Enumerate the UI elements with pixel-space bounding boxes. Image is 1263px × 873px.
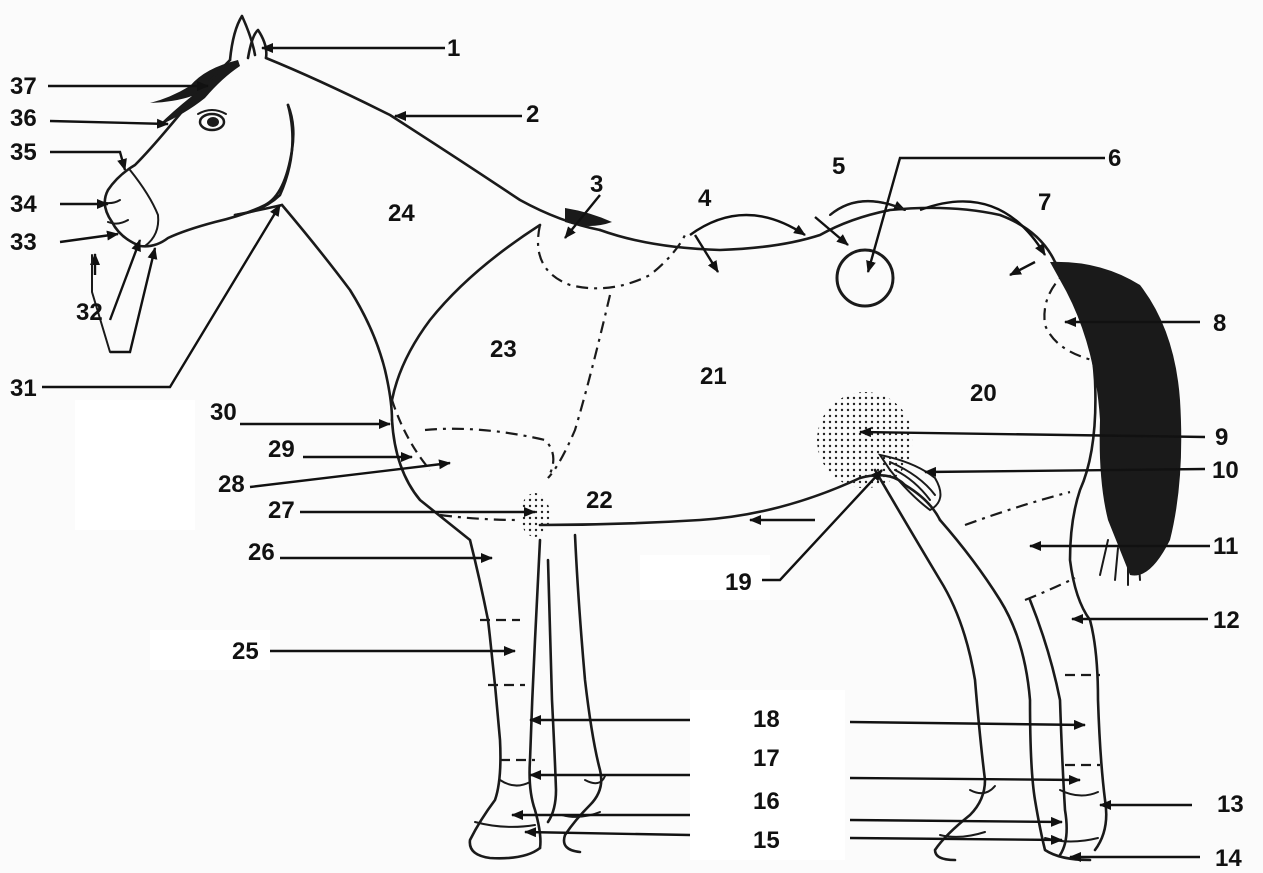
label-5: 5	[832, 153, 845, 180]
label-28: 28	[218, 471, 245, 498]
leader-lines	[42, 48, 1210, 857]
label-25: 25	[232, 638, 259, 665]
label-26: 26	[248, 539, 275, 566]
label-30: 30	[210, 399, 237, 426]
label-6: 6	[1108, 145, 1121, 172]
label-12: 12	[1213, 607, 1240, 634]
label-11: 11	[1213, 533, 1238, 560]
label-31: 31	[10, 375, 37, 402]
label-18: 18	[753, 706, 780, 733]
label-4: 4	[698, 185, 712, 212]
label-9: 9	[1215, 424, 1228, 451]
label-1: 1	[447, 35, 460, 62]
label-15: 15	[753, 827, 780, 854]
label-37: 37	[10, 73, 37, 100]
label-33: 33	[10, 229, 37, 256]
label-2: 2	[526, 101, 539, 128]
region-lines	[392, 225, 1100, 765]
label-27: 27	[268, 497, 295, 524]
label-20: 20	[970, 380, 997, 407]
label-17: 17	[753, 745, 780, 772]
label-22: 22	[586, 487, 613, 514]
label-35: 35	[10, 139, 37, 166]
label-34: 34	[10, 191, 37, 218]
label-16: 16	[753, 788, 780, 815]
label-10: 10	[1212, 457, 1239, 484]
number-labels: 1 2 3 4 5 6 7 8 9 10 11 12 13 14 15 16 1…	[10, 35, 1244, 872]
label-24: 24	[388, 200, 415, 227]
label-7: 7	[1038, 189, 1051, 216]
label-8: 8	[1213, 310, 1226, 337]
label-32: 32	[76, 299, 103, 326]
label-21: 21	[700, 363, 727, 390]
label-14: 14	[1215, 845, 1242, 872]
label-36: 36	[10, 105, 37, 132]
label-23: 23	[490, 336, 517, 363]
horse-outline	[100, 16, 1181, 860]
label-3: 3	[590, 171, 603, 198]
label-19: 19	[725, 569, 752, 596]
label-29: 29	[268, 436, 295, 463]
label-backgrounds	[75, 400, 845, 860]
label-13: 13	[1217, 791, 1244, 818]
